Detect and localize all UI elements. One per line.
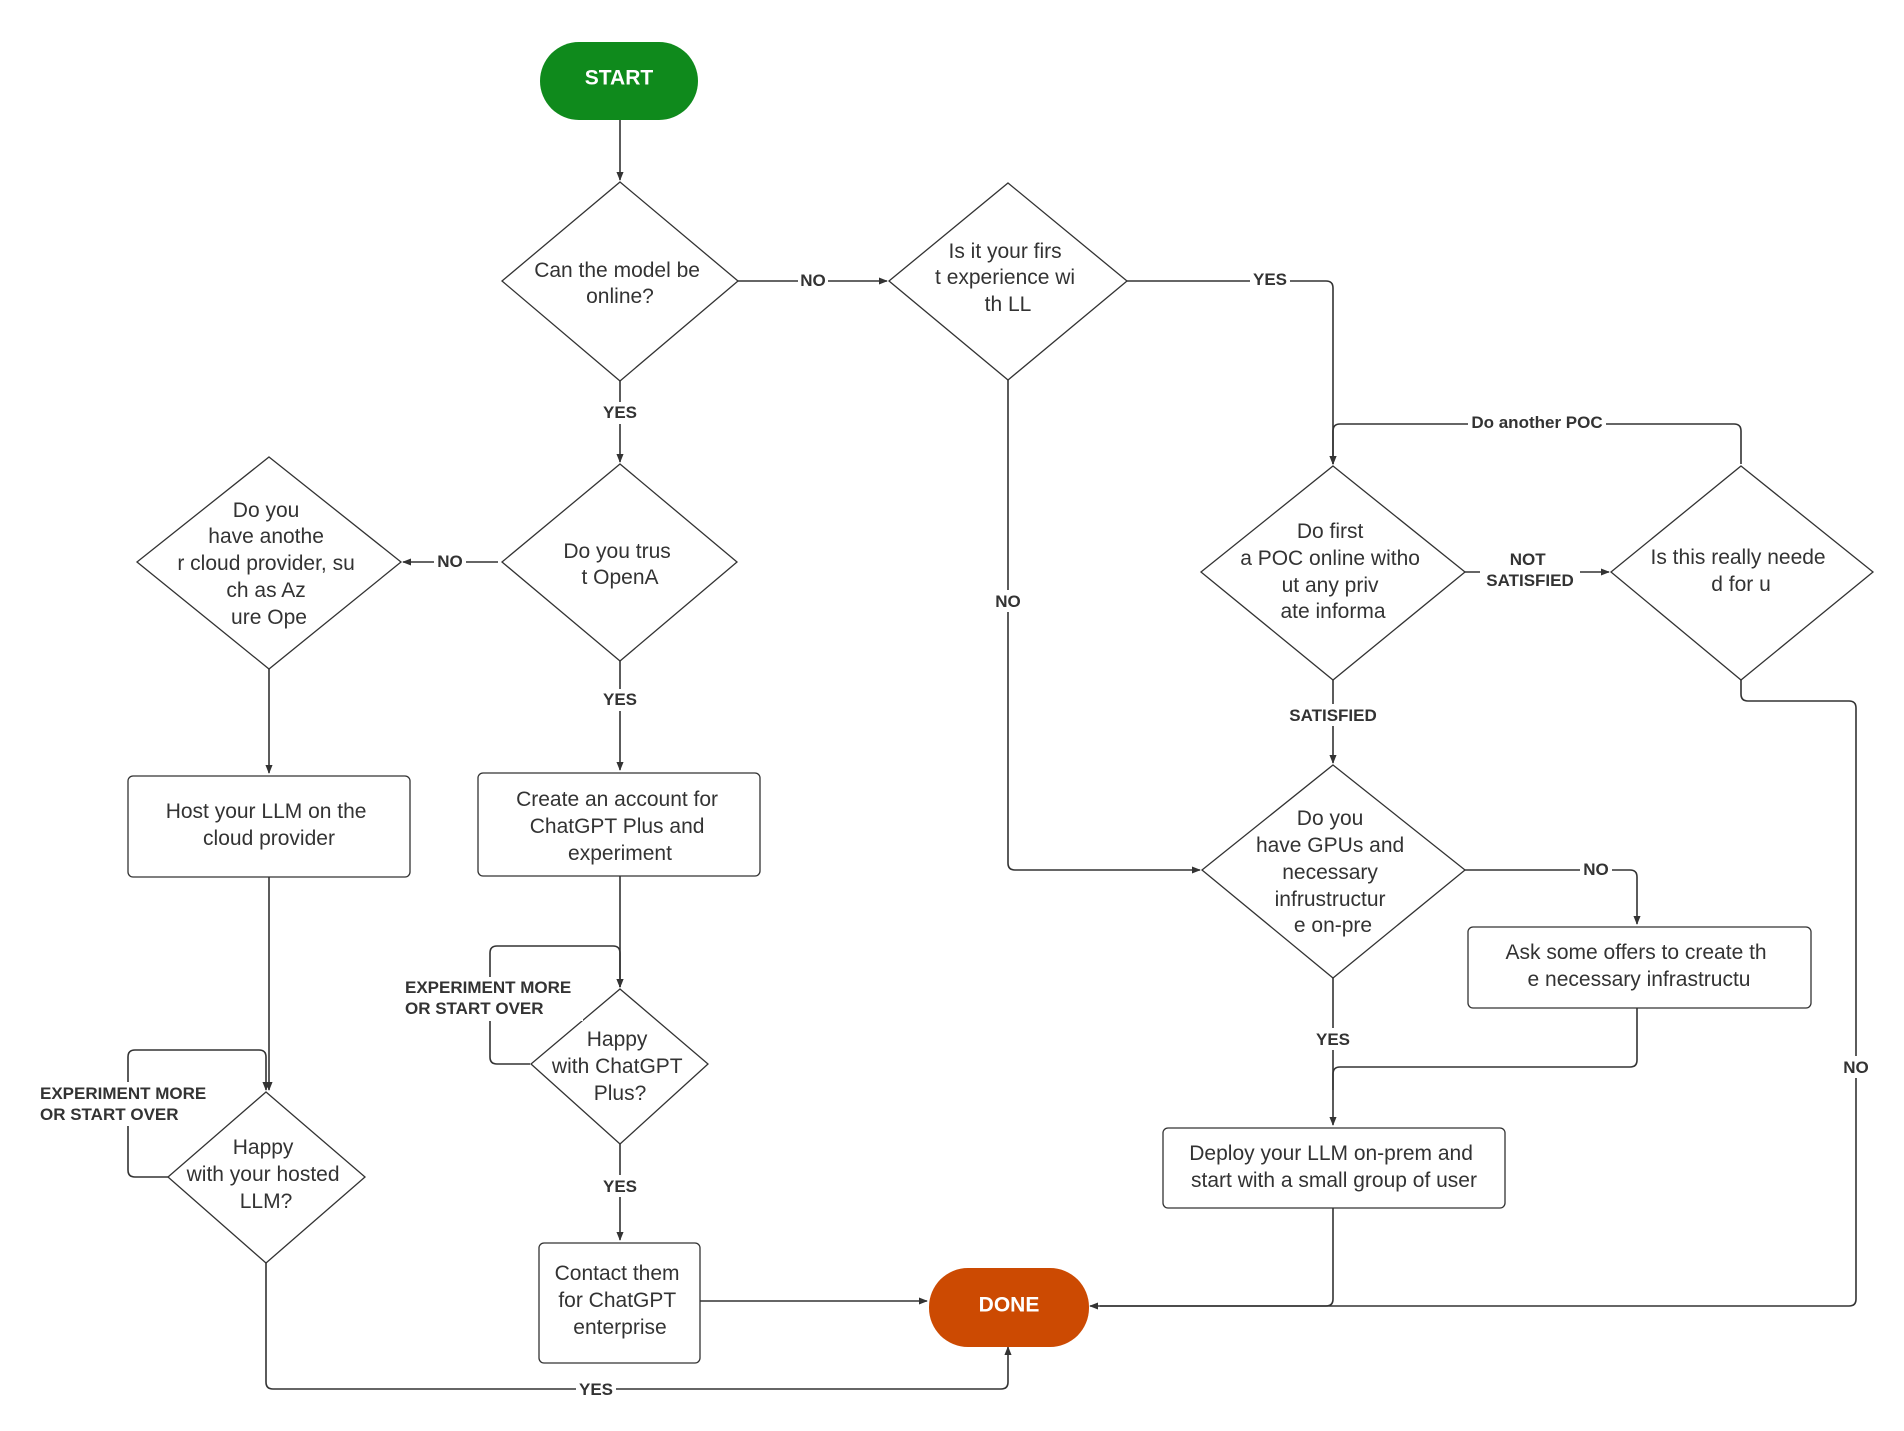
decision-model-online-label: Can the model be online?: [534, 259, 706, 308]
edge-label-another-poc: Do another POC: [1471, 413, 1602, 432]
edge-hosted-yes-to-done: [265, 1263, 1012, 1390]
edge-label-gpus-no: NO: [1583, 860, 1609, 879]
edge-label-online-yes: YES: [603, 403, 637, 422]
edge-happy-plus-loop: [489, 945, 624, 1065]
edge-label-first-no: NO: [995, 592, 1021, 611]
decision-trust-openai-label: Do you trus t OpenA: [563, 540, 676, 589]
start-node: START: [540, 42, 698, 120]
process-host-cloud-label: Host your LLM on the cloud provider: [166, 800, 373, 850]
edge-deploy-to-done: [1100, 1208, 1334, 1307]
edge-label-satisfied: SATISFIED: [1289, 706, 1377, 725]
decision-first-experience: Is it your firs t experience wi th LL: [887, 182, 1129, 381]
nodes-layer: START Can the model be online? Is it you…: [127, 42, 1875, 1364]
process-host-cloud: Host your LLM on the cloud provider: [127, 775, 411, 878]
done-node-label: DONE: [979, 1294, 1040, 1317]
decision-trust-openai: Do you trus t OpenA: [500, 463, 739, 662]
process-ask-offers-label: Ask some offers to create th e necessary…: [1506, 941, 1773, 991]
decision-happy-hosted-label: Happy with your hosted LLM?: [186, 1136, 346, 1213]
edge-label-first-yes: YES: [1253, 270, 1287, 289]
edge-needed-no-to-done: [1089, 680, 1857, 1310]
edge-label-not-satisfied: NOT SATISFIED: [1486, 550, 1574, 590]
edge-first-yes-to-poc: [1127, 280, 1337, 465]
edge-label-experiment-hosted: EXPERIMENT MORE OR START OVER: [40, 1084, 211, 1124]
decision-poc-label: Do first a POC online witho ut any priv …: [1240, 520, 1426, 623]
edge-label-gpus-yes: YES: [1316, 1030, 1350, 1049]
process-create-account-label: Create an account for ChatGPT Plus and e…: [516, 788, 724, 865]
edges-layer: [127, 120, 1857, 1390]
decision-cloud-provider-label: Do you have anothe r cloud provider, su …: [177, 499, 360, 629]
edge-happy-hosted-loop: [127, 1049, 270, 1178]
edge-label-needed-no: NO: [1843, 1058, 1869, 1077]
decision-poc: Do first a POC online witho ut any priv …: [1199, 465, 1467, 681]
decision-happy-plus: Happy with ChatGPT Plus?: [530, 988, 709, 1145]
done-node: DONE: [929, 1268, 1089, 1347]
decision-gpus-label: Do you have GPUs and necessary infrustru…: [1256, 807, 1410, 937]
edge-label-trust-no: NO: [437, 552, 463, 571]
edge-gpus-no-to-offers: [1465, 869, 1641, 925]
edge-label-trust-yes: YES: [603, 690, 637, 709]
decision-gpus: Do you have GPUs and necessary infrustru…: [1200, 764, 1467, 979]
edge-first-no-to-gpus: [1007, 380, 1201, 874]
edge-offers-to-deploy: [1332, 1008, 1638, 1090]
edge-label-hosted-yes: YES: [579, 1380, 613, 1399]
process-contact-label: Contact them for ChatGPT enterprise: [555, 1262, 686, 1339]
decision-really-needed: Is this really neede d for u: [1609, 465, 1875, 681]
process-contact: Contact them for ChatGPT enterprise: [538, 1242, 701, 1364]
start-node-label: START: [585, 67, 654, 90]
edge-labels-layer: NO YES YES NO NO YES Do another POC NOT …: [38, 268, 1872, 1400]
edge-label-online-no: NO: [800, 271, 826, 290]
decision-cloud-provider: Do you have anothe r cloud provider, su …: [135, 456, 403, 670]
process-deploy-label: Deploy your LLM on-prem and start with a…: [1189, 1142, 1479, 1192]
process-create-account: Create an account for ChatGPT Plus and e…: [477, 772, 761, 877]
edge-label-happy-plus-yes: YES: [603, 1177, 637, 1196]
decision-model-online: Can the model be online?: [500, 181, 740, 382]
edge-label-experiment-plus: EXPERIMENT MORE OR START OVER: [405, 978, 576, 1018]
decision-happy-plus-label: Happy with ChatGPT Plus?: [551, 1028, 688, 1105]
decision-really-needed-label: Is this really neede d for u: [1651, 546, 1832, 596]
process-ask-offers: Ask some offers to create th e necessary…: [1467, 926, 1812, 1009]
decision-happy-hosted: Happy with your hosted LLM?: [167, 1091, 366, 1264]
process-deploy: Deploy your LLM on-prem and start with a…: [1162, 1127, 1506, 1209]
decision-first-experience-label: Is it your firs t experience wi th LL: [935, 240, 1081, 316]
